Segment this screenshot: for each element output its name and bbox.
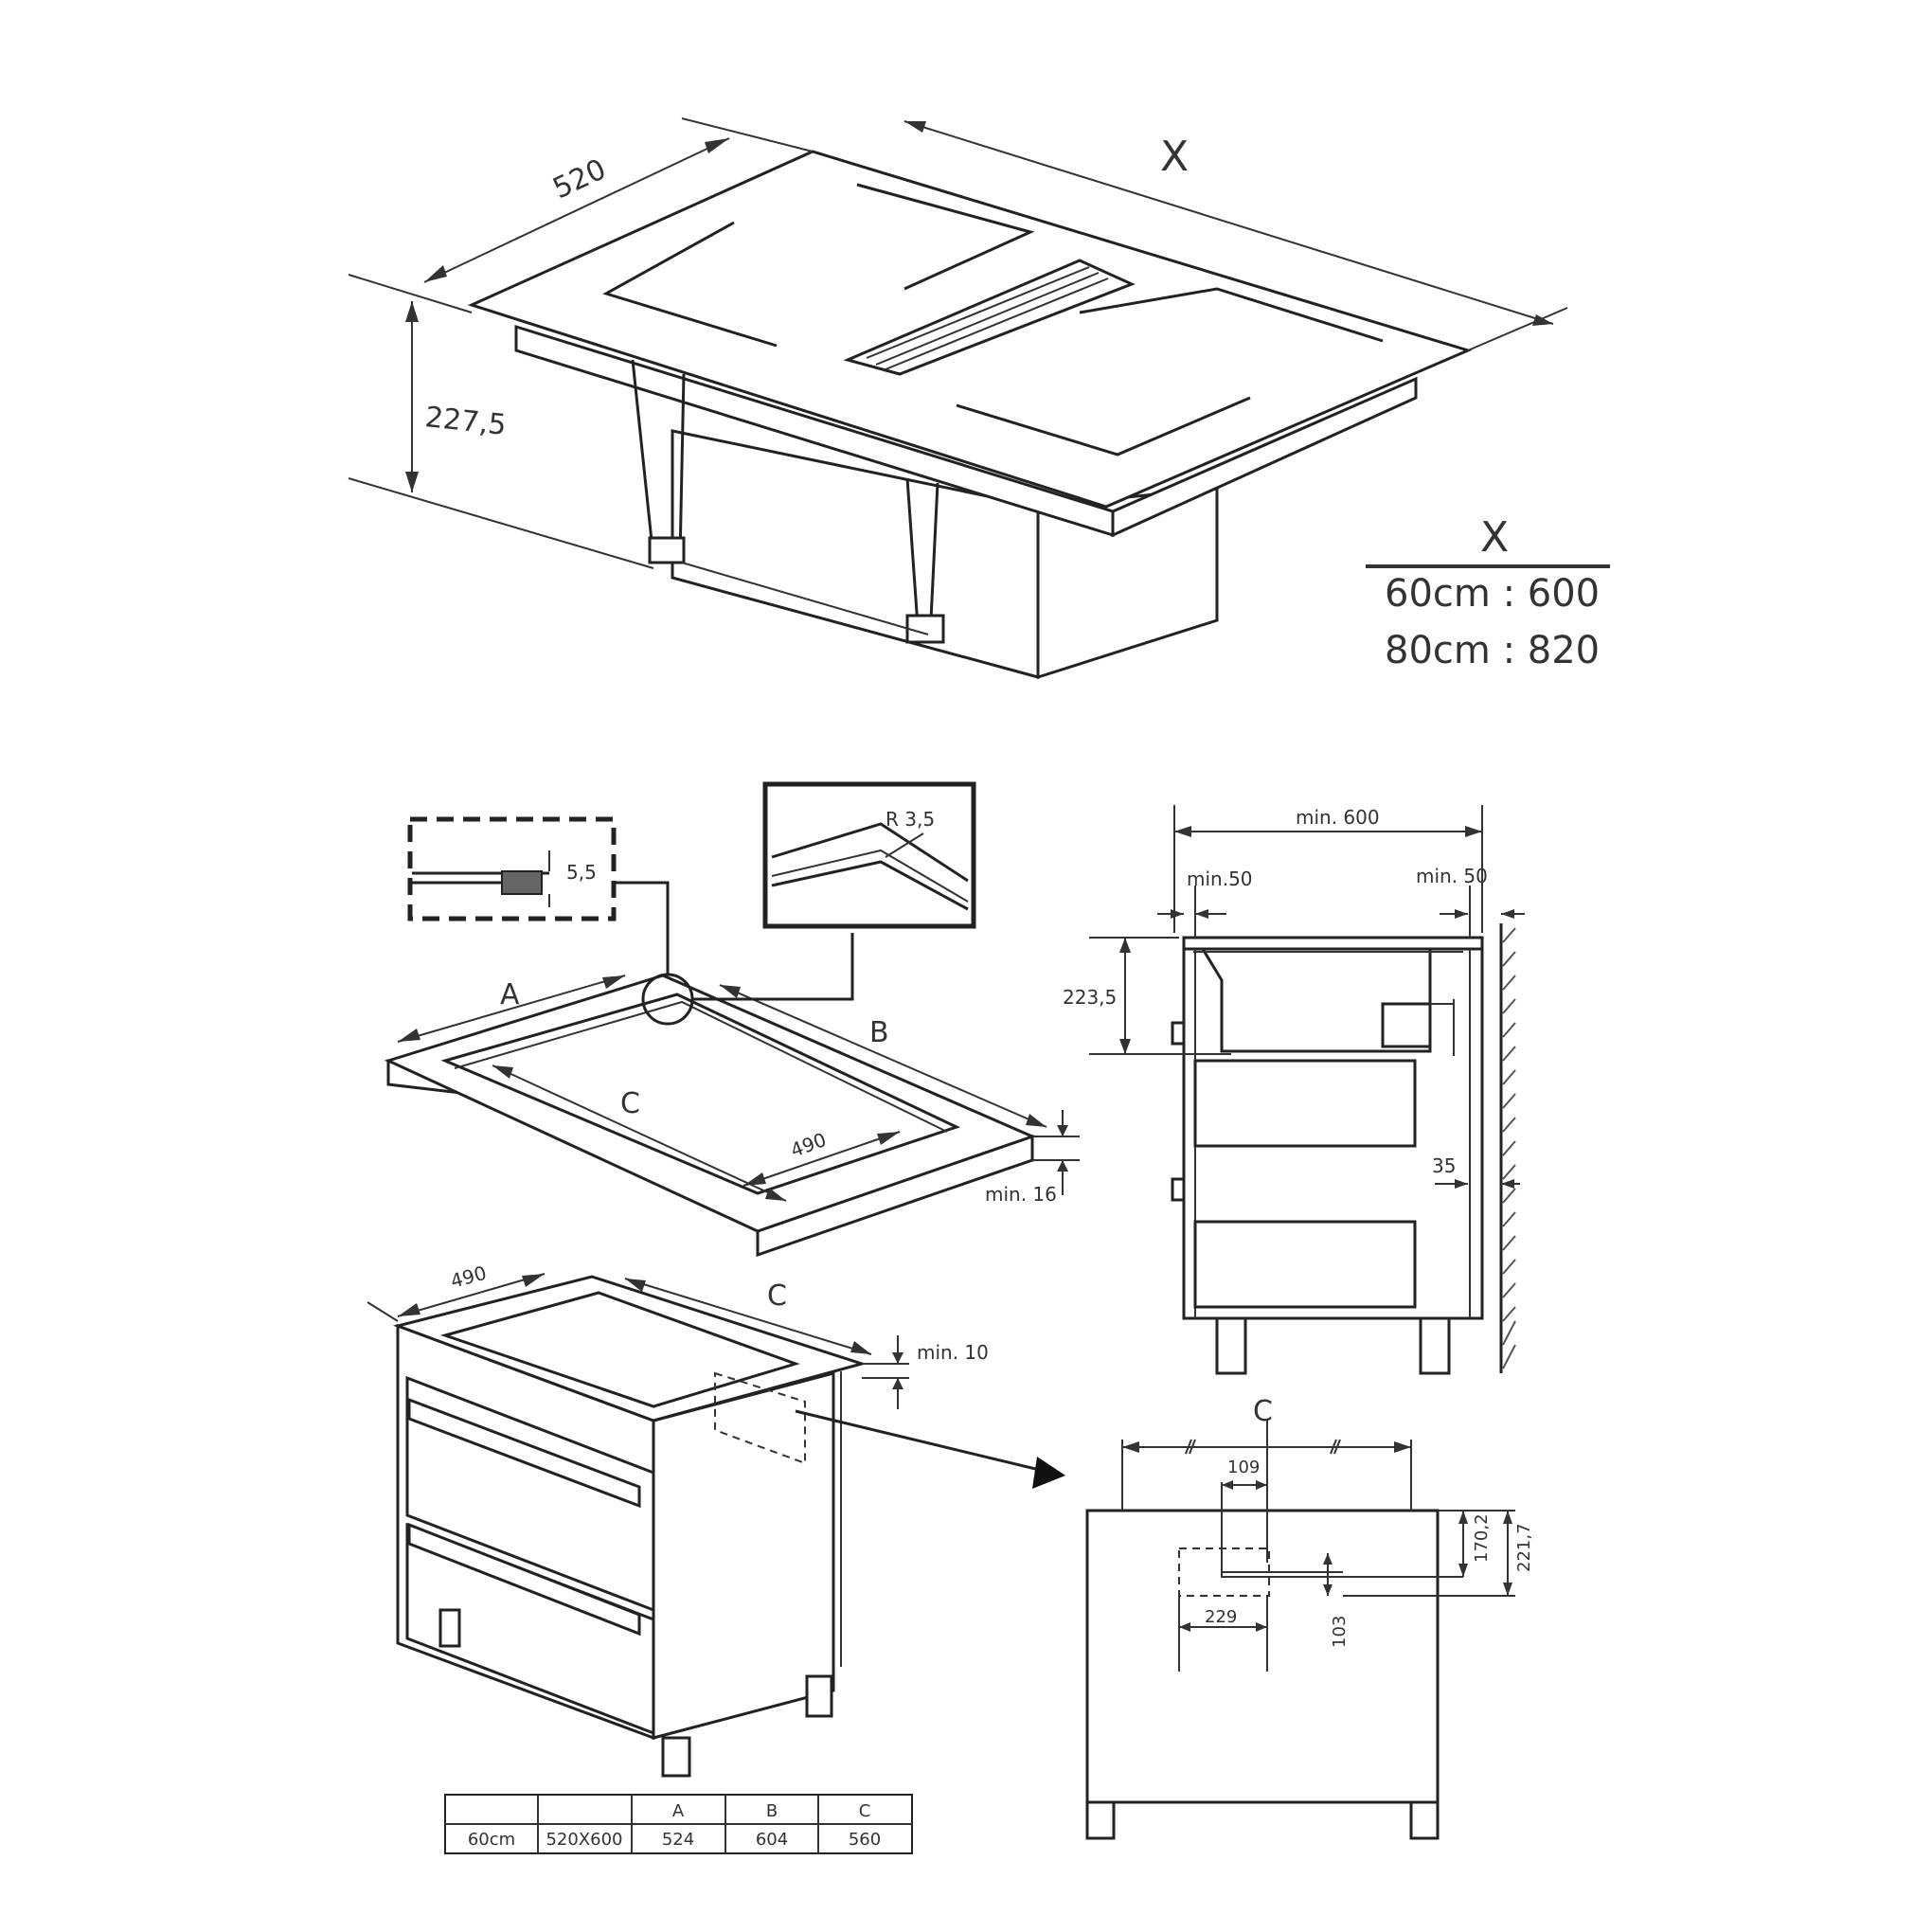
back-170-label: 170,2 [1472,1513,1492,1563]
x-legend-60: 60cm : 600 [1385,572,1600,616]
back-109-label: 109 [1227,1458,1260,1477]
back-c-label: C [1253,1395,1273,1428]
fan-unit [1381,1002,1432,1048]
table-header-b: B [766,1801,778,1821]
cutout-c-label: C [620,1087,640,1120]
detail-radius-label: R 3,5 [886,808,935,831]
x-legend-80: 80cm : 820 [1385,629,1600,672]
table-header-a: A [672,1801,685,1821]
side-223-label: 223,5 [1063,986,1117,1009]
table-cell-size: 60cm [468,1830,515,1850]
hob-isometric: 520 X 227,5 [348,117,1568,680]
drawer-bottom-handle [407,1522,641,1637]
cutout-a-label: A [500,978,520,1011]
side-35-label: 35 [1432,1154,1456,1177]
cabinet-490-label: 490 [448,1261,489,1293]
cabinet-min10-label: min. 10 [917,1341,989,1364]
cutout-b-label: B [869,1016,889,1049]
back-panel: C 109 170,2 221,7 103 229 [1085,1395,1534,1840]
x-legend-title: X [1480,513,1509,562]
drawer-top-handle [407,1397,641,1509]
side-min50-left-label: min.50 [1187,868,1253,890]
dimension-table: A B C 60cm 520X600 524 604 560 [444,1794,913,1854]
back-229-label: 229 [1205,1607,1237,1627]
worktop-cutout: A B C 490 min. 16 [384,881,1080,1258]
back-103-label: 103 [1330,1616,1350,1648]
side-min50-right-label: min. 50 [1416,865,1488,887]
height-227-label: 227,5 [423,401,508,442]
cutout-min16-label: min. 16 [985,1183,1057,1206]
back-panel-outline [1085,1509,1440,1804]
detail-radius: R 3,5 [762,781,976,929]
width-x-label: X [1160,133,1189,181]
x-legend: X 60cm : 600 80cm : 820 [1366,513,1610,672]
detail-thickness: 5,5 [407,816,617,921]
hob-frame-right [1111,376,1418,538]
cabinet-opening [439,1291,800,1408]
cutout-opening [440,993,961,1195]
side-drawer-2 [1193,1220,1417,1309]
back-221-label: 221,7 [1514,1523,1534,1572]
side-min600-label: min. 600 [1296,806,1380,829]
cabinet-c-label: C [767,1279,787,1313]
side-drawer-1 [1193,1059,1417,1148]
table-cell-hob: 520X600 [546,1830,622,1850]
wall-hatch [1502,927,1516,1369]
table-cell-a: 524 [662,1830,694,1850]
side-worktop [1182,936,1484,951]
cabinet-isometric: 490 C min. 10 [367,1261,1065,1778]
table-header-c: C [859,1801,871,1821]
hob-box-front [671,429,1040,679]
table-cell-b: 604 [756,1830,788,1850]
table-cell-c: 560 [849,1830,881,1850]
detail-thickness-label: 5,5 [566,861,597,884]
side-view: min. 600 min.50 min. 50 223,5 35 [1063,805,1525,1375]
